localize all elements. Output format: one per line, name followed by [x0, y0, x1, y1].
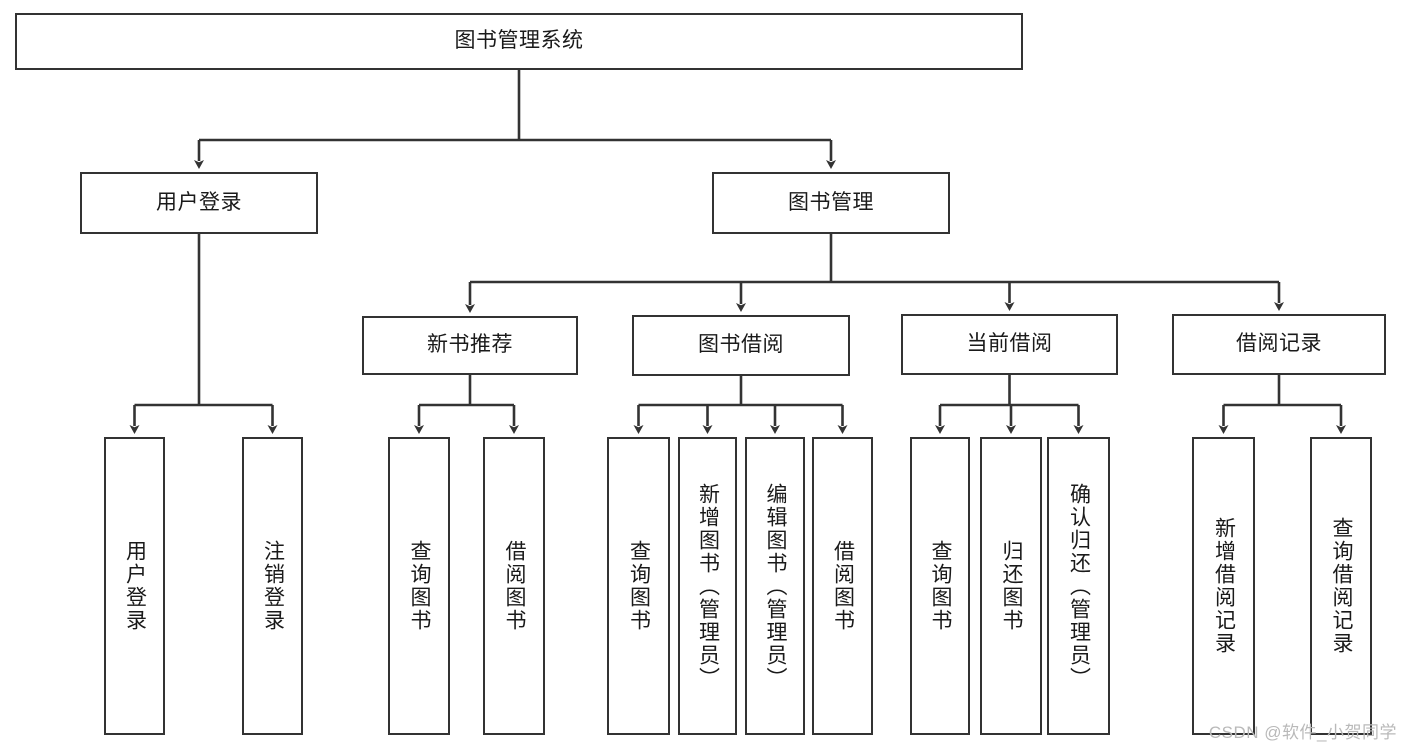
node-label: 查询图书 [929, 540, 953, 632]
node-label: 新书推荐 [427, 333, 513, 357]
node-root[interactable]: 图书管理系统 [15, 13, 1023, 70]
node-leaf-borrow-2[interactable]: 新增图书（管理员） [678, 437, 737, 735]
node-label: 新增图书（管理员） [696, 482, 720, 690]
node-label: 图书管理 [788, 190, 874, 214]
node-leaf-borrow-1[interactable]: 查询图书 [607, 437, 670, 735]
node-label: 借阅图书 [831, 540, 855, 632]
node-leaf-cur-2[interactable]: 归还图书 [980, 437, 1042, 735]
node-label: 新增借阅记录 [1212, 517, 1236, 655]
node-borrow[interactable]: 图书借阅 [632, 315, 850, 376]
node-leaf-new-1[interactable]: 查询图书 [388, 437, 450, 735]
node-leaf-new-2[interactable]: 借阅图书 [483, 437, 545, 735]
node-leaf-rec-1[interactable]: 新增借阅记录 [1192, 437, 1255, 735]
watermark: CSDN @软件_小贺同学 [1208, 723, 1397, 742]
node-bookmgmt[interactable]: 图书管理 [712, 172, 950, 234]
node-label: 图书借阅 [698, 333, 784, 357]
node-leaf-rec-2[interactable]: 查询借阅记录 [1310, 437, 1372, 735]
node-label: 查询图书 [627, 540, 651, 632]
node-leaf-login-1[interactable]: 用户登录 [104, 437, 165, 735]
node-records[interactable]: 借阅记录 [1172, 314, 1386, 375]
node-current[interactable]: 当前借阅 [901, 314, 1118, 375]
node-label: 确认归还（管理员） [1067, 482, 1091, 690]
node-label: 查询图书 [408, 540, 432, 632]
node-login[interactable]: 用户登录 [80, 172, 318, 234]
node-label: 注销登录 [261, 540, 285, 632]
node-leaf-cur-1[interactable]: 查询图书 [910, 437, 970, 735]
node-leaf-login-2[interactable]: 注销登录 [242, 437, 303, 735]
node-label: 归还图书 [1000, 540, 1024, 632]
node-leaf-borrow-3[interactable]: 编辑图书（管理员） [745, 437, 805, 735]
node-label: 图书管理系统 [454, 29, 584, 53]
node-label: 借阅记录 [1236, 332, 1322, 356]
node-label: 查询借阅记录 [1330, 517, 1354, 655]
node-newbook[interactable]: 新书推荐 [362, 316, 578, 375]
node-label: 当前借阅 [966, 332, 1053, 356]
node-label: 用户登录 [123, 540, 147, 632]
node-label: 编辑图书（管理员） [764, 482, 788, 690]
node-leaf-borrow-4[interactable]: 借阅图书 [812, 437, 873, 735]
node-leaf-cur-3[interactable]: 确认归还（管理员） [1047, 437, 1110, 735]
node-label: 借阅图书 [503, 540, 527, 632]
node-label: 用户登录 [156, 190, 242, 214]
